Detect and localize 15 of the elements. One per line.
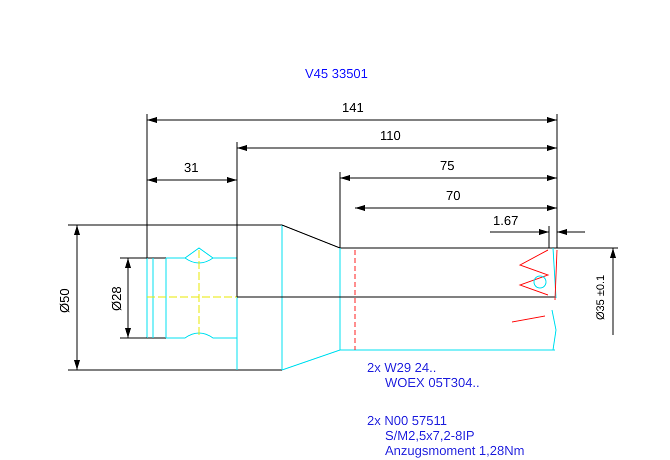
dimension-label: 75 bbox=[440, 158, 454, 173]
part-note: 2x N00 57511 bbox=[367, 413, 447, 428]
dimension-label: 70 bbox=[446, 188, 460, 203]
dimension-label: Ø28 bbox=[109, 286, 124, 311]
part-number: V45 33501 bbox=[305, 66, 368, 81]
dimension-label: Ø50 bbox=[57, 288, 72, 313]
dimension-label: Ø35 ±0.1 bbox=[594, 274, 608, 320]
part-note: WOEX 05T304.. bbox=[385, 375, 480, 390]
part-note: Anzugsmoment 1,28Nm bbox=[385, 443, 524, 458]
dimension-label: 141 bbox=[342, 100, 364, 115]
dimension-label: 1.67 bbox=[493, 213, 518, 228]
part-note: S/M2,5x7,2-8IP bbox=[385, 428, 475, 443]
dimension-label: 110 bbox=[380, 128, 401, 143]
part-note: 2x W29 24.. bbox=[367, 360, 436, 375]
dimension-label: 31 bbox=[184, 160, 198, 175]
